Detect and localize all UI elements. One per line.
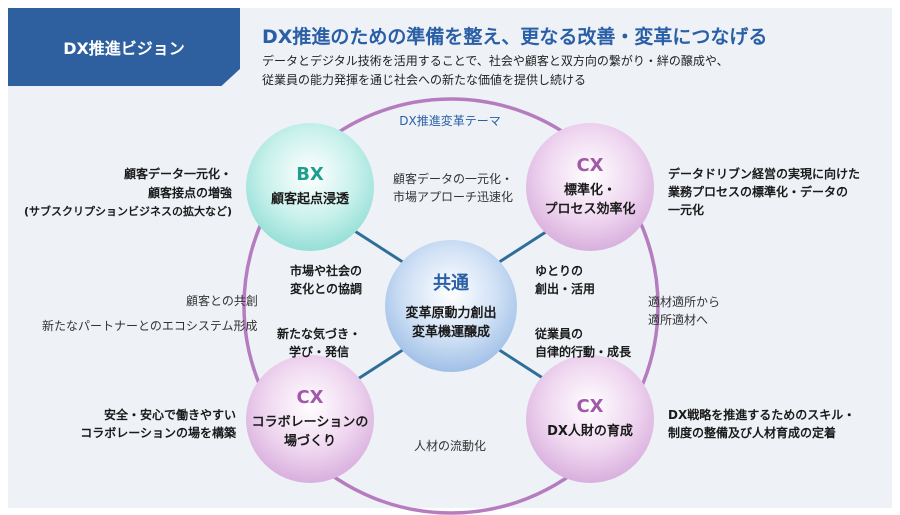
outside-label-top-left-3: (サブスクリプションビジネスの拡大など) — [23, 205, 232, 218]
spoke-label-top-right: ゆとりの 創出・活用 — [535, 264, 596, 296]
circle-cx-collab-title: CX — [296, 386, 324, 408]
arc-label-left-1: 顧客との共創 — [186, 294, 258, 308]
spoke-label-bottom-right: 従業員の 自律的行動・成長 — [535, 327, 632, 359]
outside-label-top-right: データドリブン経営の実現に向けた 業務プロセスの標準化・データの 一元化 — [668, 167, 861, 217]
arc-label-top: 顧客データの一元化・ 市場アプローチ迅速化 — [393, 172, 514, 204]
subline-2: 従業員の能力発揮を通じ社会への新たな価値を提供し続ける — [262, 73, 587, 87]
circle-cx-collab: CX コラボレーションの 場づくり — [246, 355, 374, 483]
circle-bx: BX 顧客起点浸透 — [246, 123, 374, 251]
arc-label-right: 適材適所から 適所適材へ — [648, 295, 721, 327]
circle-cx-talent-title: CX — [576, 396, 604, 418]
theme-label: DX推進変革テーマ — [399, 114, 501, 128]
circle-cx-collab-text: コラボレーションの 場づくり — [251, 414, 369, 449]
circle-common-text: 変革原動力創出 変革機運醸成 — [405, 306, 497, 340]
arc-label-left-2: 新たなパートナーとのエコシステム形成 — [42, 319, 258, 333]
arc-label-bottom: 人材の流動化 — [414, 439, 487, 453]
spoke-label-bottom-left: 新たな気づき・ 学び・発信 — [277, 327, 362, 359]
headline: DX推進のための準備を整え、更なる改善・変革につなげる — [262, 26, 768, 48]
outside-label-top-left-1: 顧客データ一元化・ — [123, 167, 232, 181]
outside-label-bottom-left: 安全・安心で働きやすい コラボレーションの場を構築 — [80, 408, 236, 440]
outside-label-bottom-right: DX戦略を推進するためのスキル・ 制度の整備及び人材育成の定着 — [668, 408, 856, 440]
circle-common-title: 共通 — [433, 273, 469, 295]
circle-cx-process-text: 標準化・ プロセス効率化 — [544, 182, 636, 217]
circle-bx-title: BX — [296, 164, 324, 186]
circle-cx-talent-text: DX人財の育成 — [547, 424, 633, 440]
circle-bx-text: 顧客起点浸透 — [270, 192, 349, 208]
circle-cx-talent: CX DX人財の育成 — [526, 355, 654, 483]
spoke-label-top-left: 市場や社会の 変化との協調 — [290, 264, 363, 296]
circle-common: 共通 変革原動力創出 変革機運醸成 — [385, 240, 517, 372]
subline-1: データとデジタル技術を活用することで、社会や顧客と双方向の繋がり・絆の醸成や、 — [262, 54, 729, 68]
circle-cx-process-title: CX — [576, 154, 604, 176]
vision-badge: DX推進ビジョン — [8, 8, 240, 86]
outside-label-top-left-2: 顧客接点の増強 — [147, 186, 232, 200]
circle-cx-process: CX 標準化・ プロセス効率化 — [526, 123, 654, 251]
outer-ring — [242, 97, 660, 515]
